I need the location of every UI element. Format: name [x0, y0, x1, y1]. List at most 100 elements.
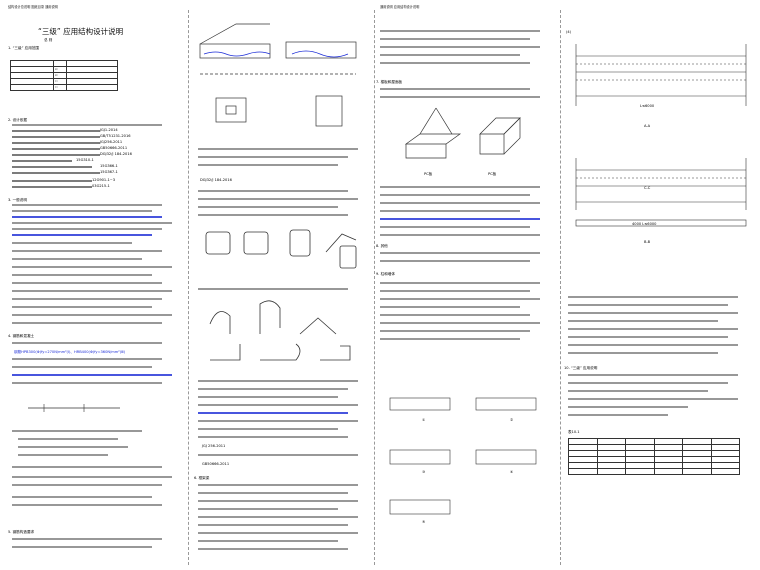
text-line	[12, 538, 162, 541]
section-heading: 3. 一般说明	[8, 198, 27, 202]
text-line	[568, 328, 738, 331]
text-line	[12, 166, 92, 168]
text-line	[198, 288, 348, 291]
header-mid-text: 通用说明 应用结构设计说明	[380, 5, 420, 9]
text-line	[12, 204, 162, 207]
text-line	[12, 496, 152, 499]
text-line	[198, 532, 358, 535]
text-line	[12, 234, 152, 237]
figure-label: ③	[422, 470, 426, 474]
code-ref: 15G366-1	[100, 164, 118, 168]
text-line	[380, 218, 540, 221]
text-line	[12, 242, 132, 245]
text-line	[198, 516, 358, 519]
section-heading: 9. 柱和墙体	[376, 272, 395, 276]
text-line	[198, 380, 358, 383]
code-ref: 15G310-1	[76, 158, 94, 162]
text-line	[380, 202, 540, 205]
text-line	[198, 548, 348, 551]
code-ref: GB/T51231-2016	[100, 134, 131, 138]
figure-label: ④	[510, 470, 514, 474]
text-line	[12, 154, 100, 156]
section-label: B-B	[644, 240, 651, 244]
pc-slab-lifting-diagram	[404, 107, 521, 159]
figure-label: (4)	[566, 30, 572, 34]
text-line	[12, 130, 100, 132]
text-line	[198, 396, 338, 399]
text-line	[380, 46, 540, 49]
text-line	[380, 186, 540, 189]
text-line	[568, 398, 738, 401]
text-line	[380, 30, 540, 33]
anchorage-details	[209, 300, 351, 361]
text-line	[568, 406, 688, 409]
text-line	[380, 252, 540, 255]
text-line	[198, 190, 348, 193]
text-line	[380, 314, 530, 317]
text-line	[12, 282, 162, 285]
text-line	[198, 214, 348, 217]
text-line	[12, 124, 162, 127]
rebar-layout-plan	[575, 44, 747, 106]
section-heading: 8. 其他	[376, 244, 388, 248]
text-line	[12, 430, 142, 433]
text-line	[380, 88, 530, 91]
text-line	[198, 412, 348, 415]
text-line	[12, 306, 152, 309]
text-line	[568, 352, 718, 355]
section-heading: 1. “三级” 应用范围	[8, 46, 39, 50]
text-line	[12, 314, 172, 317]
text-line	[12, 228, 162, 231]
text-line	[380, 194, 530, 197]
text-line	[12, 142, 100, 144]
text-line	[568, 374, 738, 377]
text-line	[198, 420, 358, 423]
text-line	[568, 390, 708, 393]
text-line	[198, 436, 348, 439]
section-label: C-C	[644, 186, 651, 190]
figure-label: ⑤	[422, 520, 426, 524]
text-line	[12, 186, 92, 188]
section-heading: 7. 楼板和屋面板	[376, 80, 403, 84]
header-left-text: 结构设计总说明 图纸目录 通用说明	[8, 5, 58, 9]
text-line	[12, 382, 162, 385]
text-line	[18, 438, 118, 441]
wall-joint-details	[389, 397, 537, 515]
text-line	[380, 38, 530, 41]
code-ref: 15G367-1	[100, 170, 118, 174]
dimension-label: 4000 L≤6000	[632, 222, 657, 226]
text-line	[12, 180, 92, 182]
code-ref: 03G215-1	[92, 184, 110, 188]
text-line	[12, 210, 152, 213]
page-title: “三级” 应用结构设计说明	[38, 27, 124, 36]
text-line	[568, 382, 728, 385]
text-line	[198, 388, 348, 391]
text-line	[12, 266, 172, 269]
section-label: A-A	[644, 124, 651, 128]
rebar-layout-plan-b	[575, 158, 747, 227]
text-line	[198, 500, 358, 503]
figure-label: PC板	[424, 172, 433, 176]
stair-connection-detail	[199, 23, 357, 127]
text-line	[12, 148, 100, 150]
text-line	[12, 136, 100, 138]
column-divider	[374, 10, 375, 565]
text-line	[12, 342, 162, 345]
code-ref: 12G901-1~3	[92, 178, 116, 182]
text-line	[12, 466, 162, 469]
text-line	[198, 484, 358, 487]
text-line	[568, 304, 728, 307]
text-line	[568, 414, 668, 417]
figure-label: PC板	[488, 172, 497, 176]
text-line	[198, 508, 338, 511]
section-heading: 10. “三级” 应用说明	[564, 366, 598, 370]
text-line	[380, 260, 530, 263]
dimension-label: L≤6000	[640, 104, 655, 108]
text-line	[12, 160, 72, 162]
text-line	[12, 250, 162, 253]
steel-grade-line: 钢筋HPB300(Φ)fy=270N/mm²(Ⅰ)、HRB400(Φ)fy=36…	[14, 350, 125, 354]
text-line	[568, 296, 738, 299]
code-ref: JGJ1-2014	[100, 128, 118, 132]
standard-ref: GB50666-2011	[202, 462, 230, 466]
